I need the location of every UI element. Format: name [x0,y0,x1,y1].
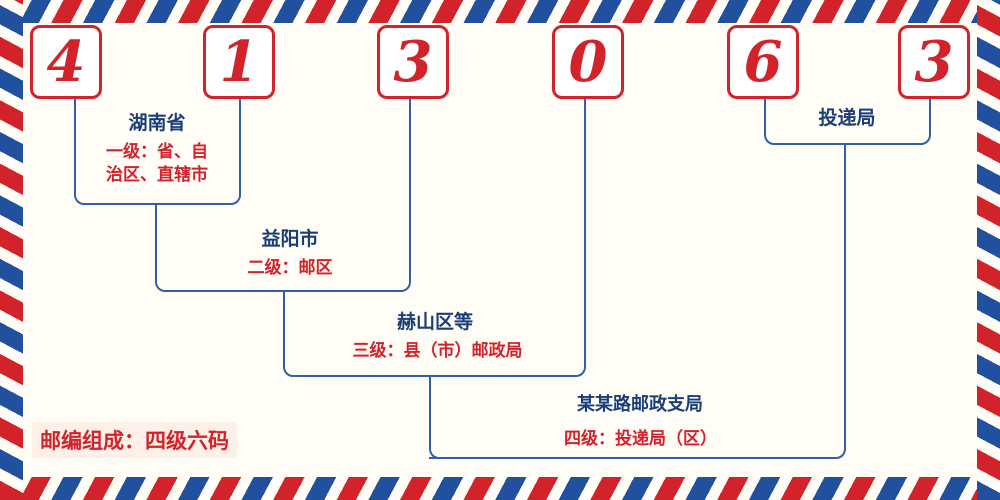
airmail-border-top [0,0,1000,23]
digit-box-6: 3 [898,25,970,99]
postal-digit-6: 3 [914,29,954,95]
level4-name: 某某路邮政支局 [577,394,703,415]
connector-level4-left [429,377,469,459]
level1-name: 湖南省 [128,112,186,134]
digit-box-2: 1 [203,25,275,99]
postal-digit-2: 1 [219,29,259,95]
postal-digit-3: 3 [393,29,433,95]
connector-level2-bracket [155,205,411,292]
level1-desc-line1: 一级：省、自 [106,142,208,162]
digit-box-5: 6 [727,25,799,99]
connector-level4-right [429,145,846,459]
level1-desc: 一级：省、自 治区、直辖市 [77,141,237,187]
connector-digit3-line [409,99,411,205]
postal-digit-4: 0 [568,29,608,95]
connector-level3-bracket [283,292,586,377]
postal-digit-5: 6 [743,29,783,95]
level3-name: 赫山区等 [396,311,473,333]
connector-digit4-line [584,99,586,292]
level2-desc: 二级：邮区 [247,258,333,278]
composition-note: 邮编组成：四级六码 [32,422,237,458]
digit-box-1: 4 [30,25,102,99]
digit-box-4: 0 [552,25,624,99]
postal-digit-1: 4 [46,29,86,95]
digit-box-3: 3 [377,25,449,99]
airmail-border-left [0,0,23,500]
connector-level1-bracket [74,99,241,205]
airmail-border-right [977,0,1000,500]
delivery-office-label: 投递局 [818,107,876,129]
connector-delivery-office-bracket [764,99,931,145]
level3-desc: 三级：县（市）邮政局 [352,341,523,361]
level1-desc-line2: 治区、直辖市 [106,164,208,185]
level4-desc: 四级：投递局（区） [564,429,717,449]
level2-name: 益阳市 [261,228,319,250]
airmail-border-bottom [0,477,1000,500]
